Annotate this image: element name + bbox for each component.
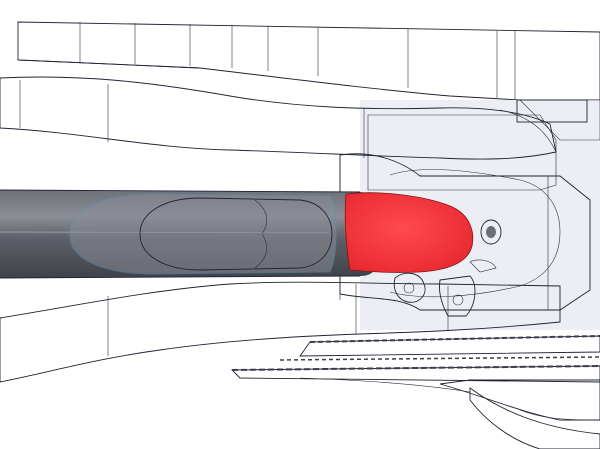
- bolt-icon: [480, 219, 502, 245]
- cassette-body: [439, 379, 600, 449]
- sprocket-teeth: [230, 335, 600, 393]
- top-plate: [17, 21, 600, 101]
- bore-tube: [0, 189, 378, 279]
- hanger-bracket: [393, 259, 497, 317]
- red-insert: [344, 192, 474, 273]
- upper-stay-tube: [0, 76, 557, 160]
- lower-stay-tube: [0, 281, 561, 383]
